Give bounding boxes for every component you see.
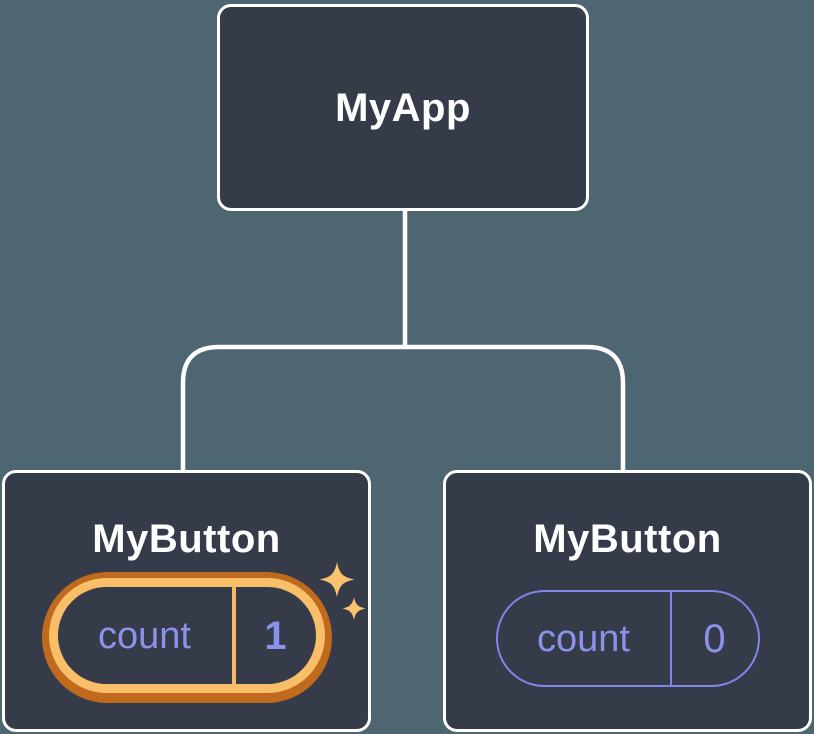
sparkle-small-icon — [342, 597, 366, 620]
state-pill-highlight-band: count 1 — [48, 578, 325, 693]
state-pill-body: count 1 — [57, 587, 316, 684]
state-pill-highlighted: count 1 — [41, 572, 332, 703]
node-label: MyButton — [92, 517, 281, 561]
state-value-cell: 0 — [669, 592, 758, 685]
state-key-cell: count — [58, 587, 232, 684]
node-mybutton-inactive: MyButton count 0 — [443, 470, 812, 732]
connector-branch — [180, 344, 626, 472]
node-mybutton-active: MyButton count 1 — [2, 470, 371, 732]
node-label: MyApp — [335, 85, 471, 130]
state-key: count — [98, 614, 191, 657]
state-value: 1 — [264, 613, 287, 658]
node-label: MyButton — [533, 517, 722, 561]
state-key-cell: count — [498, 592, 670, 685]
state-value-cell: 1 — [231, 587, 316, 684]
node-myapp: MyApp — [217, 4, 589, 211]
state-key: count — [537, 617, 630, 660]
sparkle-large-icon — [319, 562, 355, 597]
sparkles-icon — [319, 562, 366, 620]
state-value: 0 — [703, 616, 726, 661]
state-pill: count 0 — [495, 590, 760, 687]
